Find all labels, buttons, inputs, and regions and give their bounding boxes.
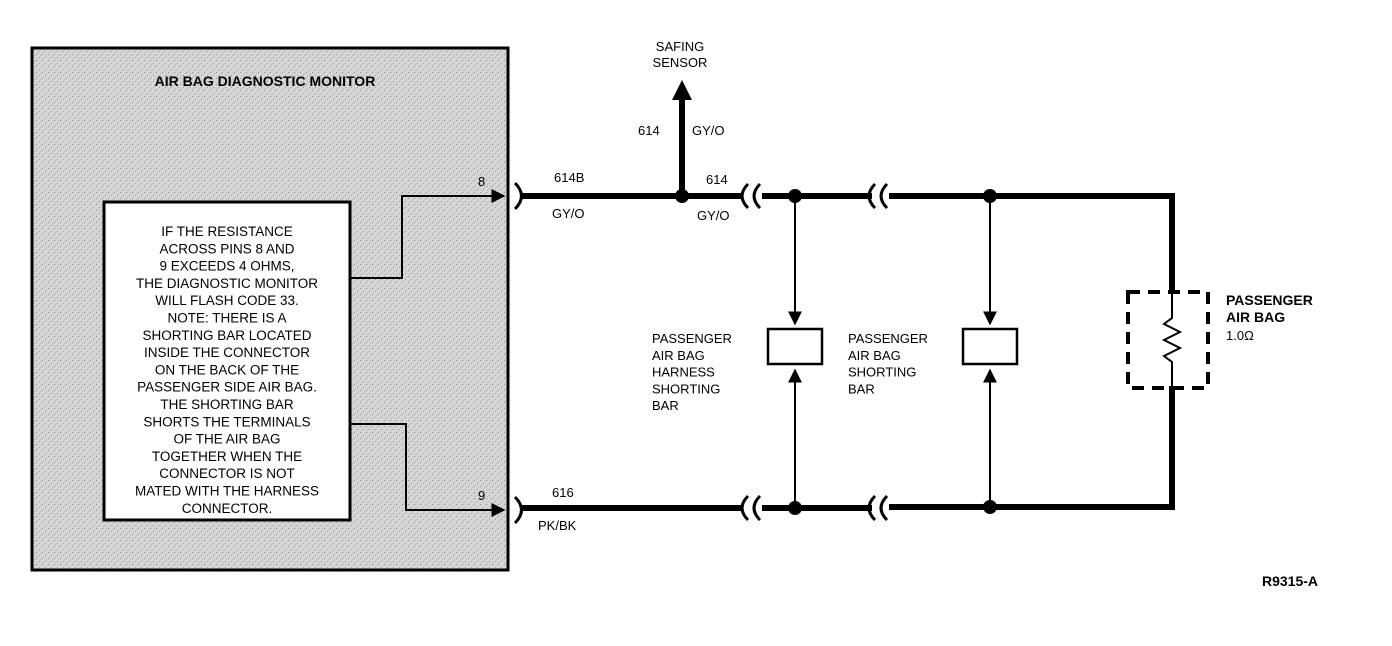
wire-614-color: GY/O (697, 208, 730, 223)
text-line: ON THE BACK OF THE (155, 362, 299, 377)
text-line: 9 EXCEEDS 4 OHMS, (159, 259, 294, 274)
diagnostic-monitor-module: AIR BAG DIAGNOSTIC MONITOR IF THE RESIST… (30, 46, 510, 572)
pin-8-label: 8 (478, 174, 485, 189)
harness-bar-box (766, 327, 824, 366)
harness-connector-top-1a (740, 182, 750, 210)
passenger-airbag-line2: AIR BAG (1226, 309, 1285, 325)
text-line: IF THE RESISTANCE (161, 224, 293, 239)
text-line: SHORTS THE TERMINALS (143, 414, 310, 429)
text-line: PASSENGER (848, 331, 928, 346)
text-line: TOGETHER WHEN THE (152, 449, 302, 464)
note-text: IF THE RESISTANCE ACROSS PINS 8 AND 9 EXCE… (135, 224, 319, 516)
passenger-airbag-module (1126, 290, 1210, 390)
text-line: BAR (848, 381, 875, 396)
wire-614-circuit: 614 (706, 172, 728, 187)
text-line: MATED WITH THE HARNESS (135, 484, 319, 499)
airbag-resistor-icon (1161, 294, 1183, 386)
monitor-connector-top (513, 181, 523, 211)
text-line: AIR BAG (652, 348, 705, 363)
figure-id: R9315-A (1262, 573, 1318, 589)
monitor-connector-bottom (513, 495, 523, 525)
monitor-title: AIR BAG DIAGNOSTIC MONITOR (155, 73, 376, 89)
text-line: THE DIAGNOSTIC MONITOR (136, 276, 318, 291)
riser-circuit: 614 (638, 123, 660, 138)
harness-connector-bottom-b (752, 494, 762, 522)
airbag-loop: PASSENGER AIR BAG 1.0Ω (1126, 196, 1313, 507)
airbag-connector-bottom-a (867, 494, 877, 522)
text-line: ACROSS PINS 8 AND (159, 241, 294, 256)
riser-color: GY/O (692, 123, 725, 138)
wire-616-circuit: 616 (552, 485, 574, 500)
note-box (102, 200, 352, 522)
wire-614b-circuit: 614B (554, 170, 584, 185)
safing-sensor-arrow (672, 80, 692, 100)
pin-9-label: 9 (478, 488, 485, 503)
safing-sensor-line2: SENSOR (653, 55, 708, 70)
text-line: NOTE: THERE IS A (167, 311, 286, 326)
passenger-airbag-line1: PASSENGER (1226, 292, 1313, 308)
harness-connector-top-1b (752, 182, 762, 210)
text-line: AIR BAG (848, 348, 901, 363)
pin-8-internal-lead (350, 189, 506, 279)
airbag-connector-top-b (879, 182, 889, 210)
pin-9-internal-lead (350, 423, 506, 517)
text-line: SHORTING BAR LOCATED (142, 328, 311, 343)
text-line: THE SHORTING BAR (160, 397, 294, 412)
text-line: PASSENGER SIDE AIR BAG. (137, 380, 317, 395)
text-line: SHORTING (848, 365, 916, 380)
airbag-connector-top-a (867, 182, 877, 210)
airbag-bar-box (961, 327, 1019, 366)
text-line: HARNESS (652, 365, 715, 380)
harness-connector-bottom-a (740, 494, 750, 522)
text-line: INSIDE THE CONNECTOR (144, 345, 310, 360)
text-line: WILL FLASH CODE 33. (155, 293, 299, 308)
text-line: BAR (652, 398, 679, 413)
text-line: PASSENGER (652, 331, 732, 346)
passenger-airbag-resistance: 1.0Ω (1226, 328, 1254, 343)
text-line: SHORTING (652, 381, 720, 396)
text-line: CONNECTOR IS NOT (159, 466, 295, 481)
safing-sensor-line1: SAFING (656, 39, 704, 54)
text-line: CONNECTOR. (182, 501, 273, 516)
top-conductor: 614B GY/O 614 GY/O SAFING SENSOR 614 GY/… (513, 39, 1175, 223)
text-line: OF THE AIR BAG (173, 432, 280, 447)
wire-614b-color: GY/O (552, 206, 585, 221)
wire-616-color: PK/BK (538, 518, 577, 533)
bottom-conductor: 616 PK/BK (513, 485, 1175, 533)
airbag-connector-bottom-b (879, 494, 889, 522)
